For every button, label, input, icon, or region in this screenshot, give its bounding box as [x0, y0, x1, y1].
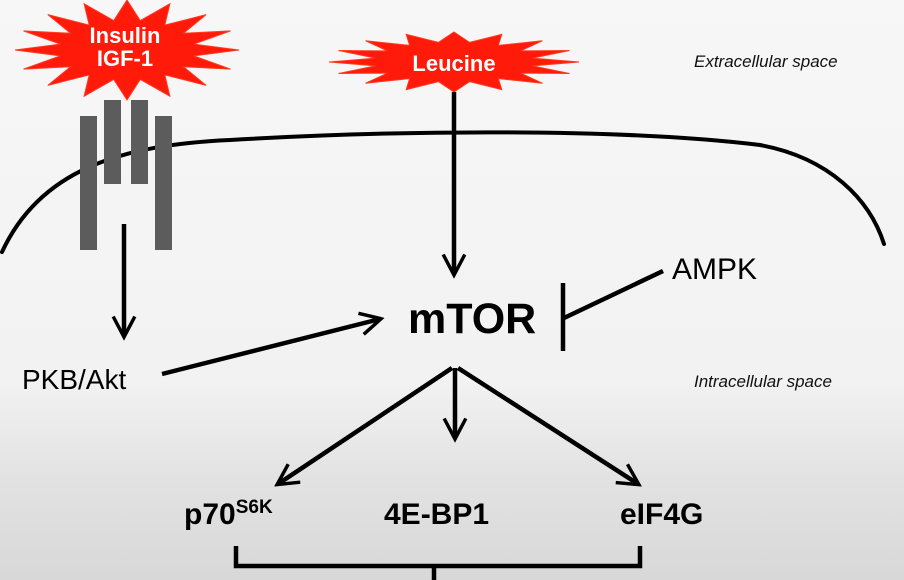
s6k-superscript: S6K — [235, 497, 273, 518]
ampk-label: AMPK — [672, 253, 758, 286]
igf1-text: IGF-1 — [96, 46, 154, 72]
eif4g-label: eIF4G — [620, 498, 704, 531]
insulin-igf1-label: Insulin IGF-1 — [70, 24, 180, 70]
p70-text: p70 — [184, 498, 236, 531]
mtor-label: mTOR — [408, 295, 537, 343]
effector-bracket — [233, 546, 643, 580]
receptor-bar — [155, 116, 172, 250]
receptor-bar — [104, 100, 121, 184]
mtor-to-eif4g-arrow — [456, 366, 638, 484]
receptor-bar — [131, 100, 148, 184]
pkb-to-mtor-arrow — [161, 319, 380, 377]
pkb-akt-label: PKB/Akt — [22, 364, 127, 395]
receptor-bar — [80, 116, 97, 250]
ampk-inhibition-line — [563, 268, 664, 321]
4ebp1-label: 4E-BP1 — [384, 498, 490, 531]
insulin-text: Insulin — [89, 23, 161, 48]
mtor-to-p70-arrow — [278, 366, 454, 484]
p70s6k-label: p70S6K — [184, 497, 273, 531]
intracellular-space-label: Intracellular space — [694, 372, 832, 391]
leucine-label: Leucine — [412, 51, 496, 76]
cell-membrane — [0, 130, 886, 254]
insulin-burst — [14, 0, 240, 101]
receptor — [80, 100, 172, 250]
extracellular-space-label: Extracellular space — [694, 52, 838, 71]
